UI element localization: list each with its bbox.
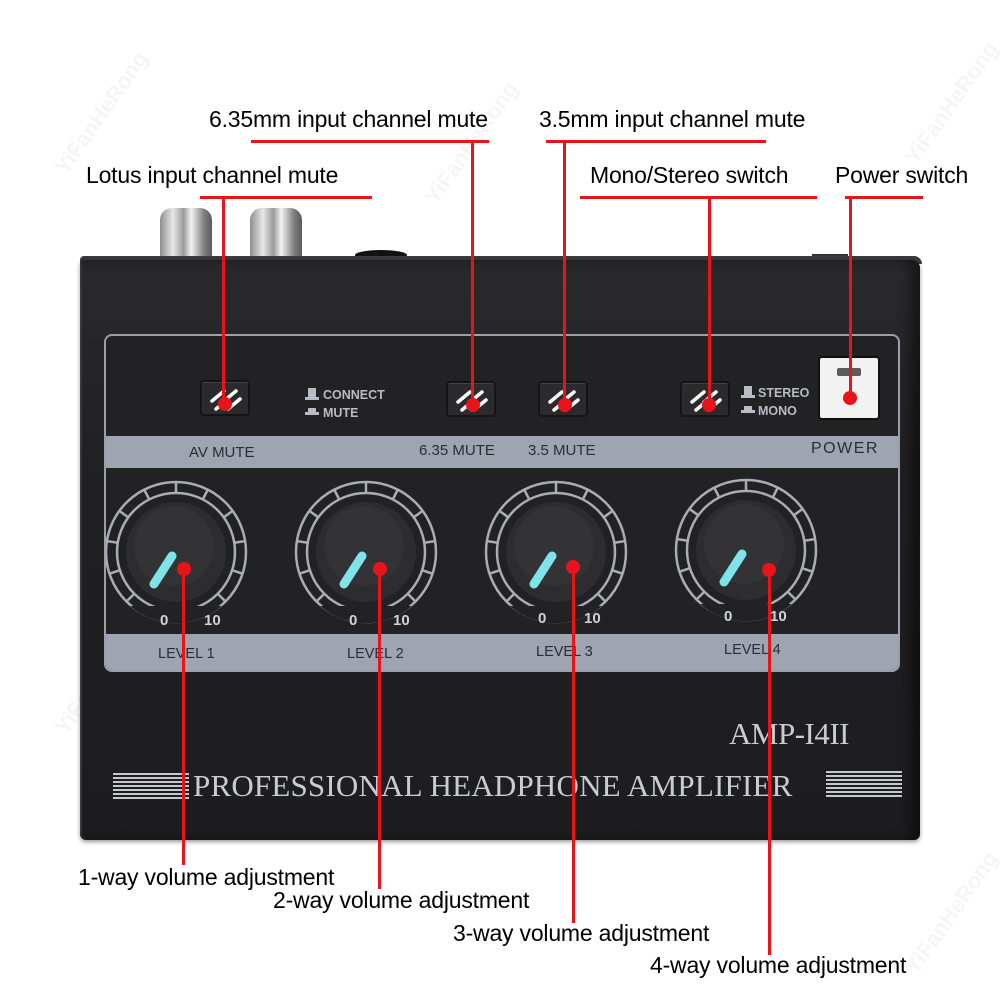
level-1-knob[interactable] [106, 482, 246, 623]
level-2-label: LEVEL 2 [347, 646, 404, 662]
callout-power: Power switch [835, 162, 969, 188]
power-label: POWER [811, 440, 879, 457]
level-3-knob[interactable] [486, 482, 626, 623]
mute-635-label: 6.35 MUTE [419, 442, 495, 459]
callout-dot [466, 398, 480, 412]
callout-line [768, 570, 771, 955]
callout-lotus-mute: Lotus input channel mute [86, 162, 339, 188]
level-2-max: 10 [393, 612, 410, 629]
callout-vol-2: 2-way volume adjustment [273, 887, 530, 913]
watermark: YiFanHeRong [899, 36, 1000, 169]
mono-position-icon [744, 406, 752, 411]
level-3-min: 0 [538, 610, 547, 627]
level-3-label: LEVEL 3 [536, 644, 593, 660]
callout-line [471, 141, 474, 405]
decor-stripes-right [826, 771, 902, 799]
connect-position-icon [308, 388, 316, 398]
callout-line [222, 197, 225, 404]
watermark: YiFanHeRong [899, 846, 1000, 979]
mute-35-label: 3.5 MUTE [528, 442, 596, 459]
button-label-band: AV MUTE 6.35 MUTE 3.5 MUTE POWER [106, 436, 898, 468]
callout-dot [218, 397, 232, 411]
mute-position-icon [305, 412, 319, 415]
callout-line [849, 197, 852, 398]
callout-vol-1: 1-way volume adjustment [78, 864, 335, 890]
callout-line [580, 196, 817, 199]
legend-mute: MUTE [323, 406, 359, 420]
rca-jack-left [160, 208, 212, 258]
control-panel: AV MUTE 6.35 MUTE 3.5 MUTE POWER LEVEL 1… [104, 334, 900, 672]
level-3-max: 10 [584, 610, 601, 627]
stereo-position-icon [744, 386, 752, 396]
callout-35-mute: 3.5mm input channel mute [539, 106, 806, 132]
callout-line [708, 197, 711, 405]
legend-stereo: STEREO [758, 386, 810, 400]
mute-position-icon [308, 408, 316, 413]
level-4-label: LEVEL 4 [724, 642, 781, 658]
callout-dot [702, 398, 716, 412]
callout-vol-4: 4-way volume adjustment [650, 952, 907, 978]
level-label-band: LEVEL 1 LEVEL 2 LEVEL 3 LEVEL 4 [106, 634, 898, 670]
callout-line [845, 196, 923, 199]
level-4-max: 10 [770, 608, 787, 625]
mono-position-icon [741, 410, 755, 413]
av-mute-label: AV MUTE [189, 444, 255, 461]
callout-line [251, 140, 489, 143]
rca-jack-right [250, 208, 302, 258]
callout-line [182, 569, 185, 865]
legend-connect: CONNECT [323, 388, 385, 402]
callout-dot [558, 398, 572, 412]
stereo-position-icon [741, 395, 755, 398]
model-number: AMP-I4II [729, 716, 850, 751]
callout-vol-3: 3-way volume adjustment [453, 920, 710, 946]
callout-line [546, 140, 766, 143]
product-subtitle: PROFESSIONAL HEADPHONE AMPLIFIER [193, 768, 793, 803]
level-4-knob[interactable] [676, 480, 816, 621]
level-1-label: LEVEL 1 [158, 646, 215, 662]
callout-dot [843, 391, 857, 405]
level-1-min: 0 [160, 612, 169, 629]
callout-mono-stereo: Mono/Stereo switch [590, 162, 789, 188]
callout-line [378, 569, 381, 889]
input-jack-635 [355, 250, 407, 260]
level-2-knob[interactable] [296, 482, 436, 623]
callout-line [200, 196, 372, 199]
legend-mono: MONO [758, 404, 797, 418]
connect-position-icon [305, 397, 319, 400]
callout-line [563, 141, 566, 405]
callout-line [572, 567, 575, 923]
watermark: YiFanHeRong [49, 46, 153, 179]
level-4-min: 0 [724, 608, 733, 625]
callout-635-mute: 6.35mm input channel mute [209, 106, 488, 132]
level-1-max: 10 [204, 612, 221, 629]
level-2-min: 0 [349, 612, 358, 629]
decor-stripes-left [113, 773, 189, 801]
